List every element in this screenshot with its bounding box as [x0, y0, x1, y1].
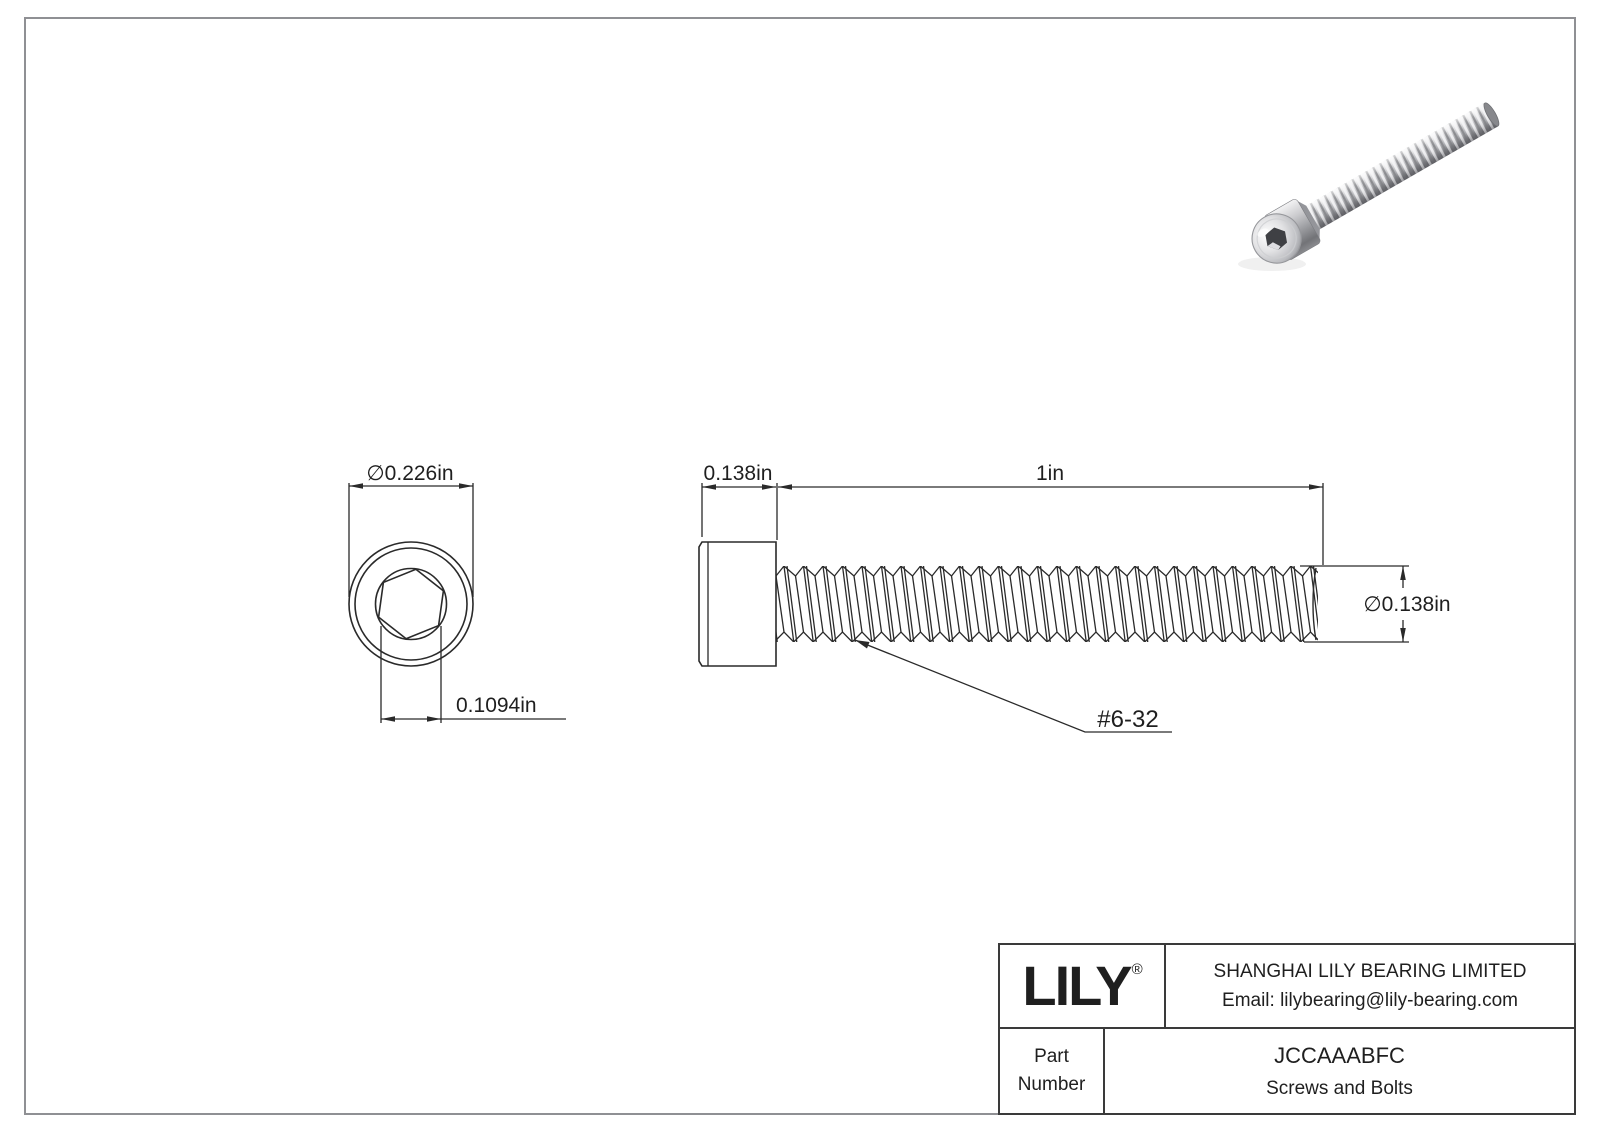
part-number: JCCAAABFC: [1274, 1042, 1405, 1068]
company-email: Email: lilybearing@lily-bearing.com: [1222, 989, 1518, 1011]
head-outer-circle: [348, 541, 474, 667]
thread-spec-leader: [854, 639, 1172, 733]
shaft-end-face: [1312, 567, 1317, 641]
screw-3d-shadow: [1238, 257, 1306, 271]
part-category: Screws and Bolts: [1266, 1077, 1413, 1099]
hex-socket-outline: [377, 568, 445, 640]
dim-head-diameter: ∅0.226in: [366, 462, 453, 485]
socket-circle: [374, 567, 448, 641]
part-label-line2: Number: [1017, 1074, 1086, 1095]
company-name: SHANGHAI LILY BEARING LIMITED: [1213, 960, 1527, 982]
company-logo: LILY®: [1000, 945, 1166, 1027]
front-view: [348, 541, 474, 667]
dim-socket-across-flats: 0.1094in: [456, 694, 537, 717]
part-number-label: Part Number: [1000, 1029, 1105, 1113]
part-label-line1: Part: [1034, 1045, 1069, 1067]
side-view: [698, 541, 1318, 667]
part-number-value: JCCAAABFC Screws and Bolts: [1105, 1029, 1574, 1113]
threaded-shaft: [776, 566, 1318, 642]
front-view-dimensions: [348, 483, 566, 723]
logo-text: LILY: [1022, 954, 1132, 1017]
front-view-dim-arrows: [349, 483, 473, 722]
title-block: LILY® SHANGHAI LILY BEARING LIMITED Emai…: [998, 943, 1576, 1115]
screw-3d-render: [1251, 102, 1500, 264]
title-block-row-company: LILY® SHANGHAI LILY BEARING LIMITED Emai…: [1000, 945, 1574, 1029]
dim-head-length: 0.138in: [704, 462, 773, 485]
head-edge-circle: [354, 547, 468, 661]
dim-thread-diameter: ∅0.138in: [1363, 593, 1450, 616]
title-block-row-part: Part Number JCCAAABFC Screws and Bolts: [1000, 1029, 1574, 1113]
thread-spec-label: #6-32: [1097, 706, 1158, 733]
page-border: [24, 17, 1576, 1115]
dim-thread-length: 1in: [1036, 462, 1064, 485]
registered-mark-icon: ®: [1131, 960, 1143, 978]
side-view-dim-arrows: [702, 484, 1406, 649]
screw-3d-tip: [1483, 102, 1500, 127]
screw-head-outline: [698, 541, 777, 667]
company-info: SHANGHAI LILY BEARING LIMITED Email: lil…: [1166, 945, 1574, 1027]
